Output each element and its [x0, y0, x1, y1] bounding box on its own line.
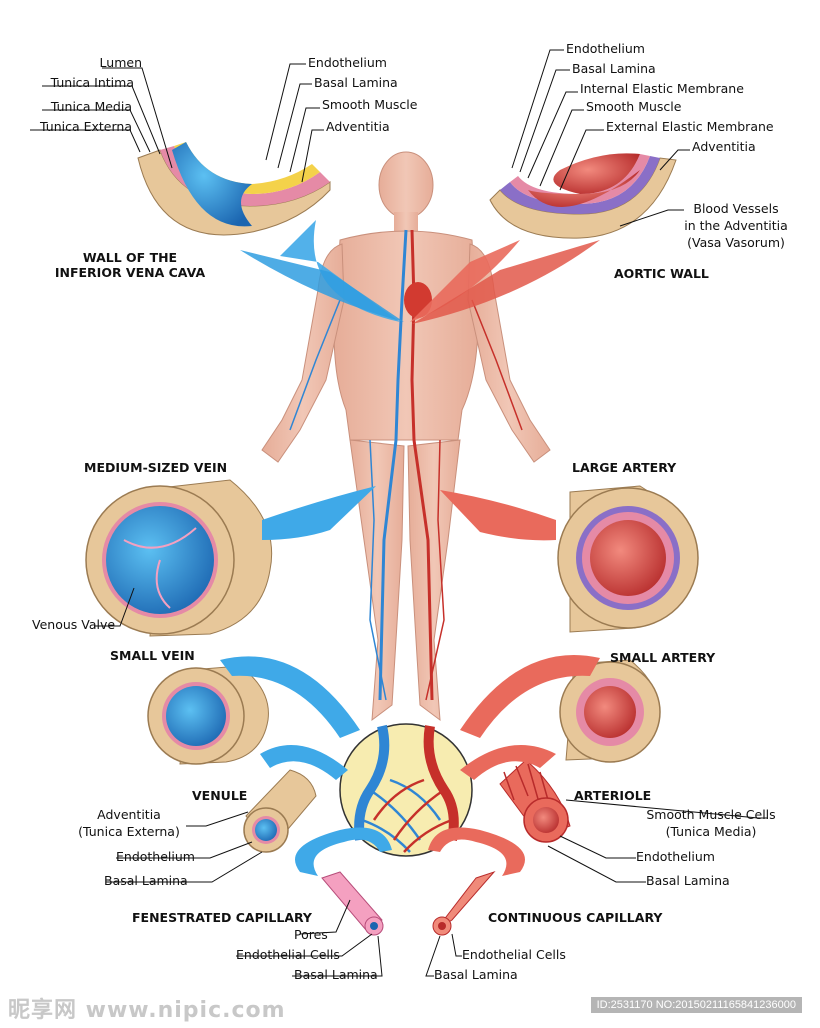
arteriole-illustration: [499, 759, 571, 843]
label-venule-basal-lamina: Basal Lamina: [104, 873, 188, 888]
label-fenestrated-basal-lamina: Basal Lamina: [294, 967, 378, 982]
fenestrated-pointer-arrow: [295, 827, 392, 876]
medium-vein-illustration: [85, 479, 273, 637]
small-artery-illustration: [559, 659, 661, 763]
label-basal-lamina-ao: Basal Lamina: [572, 61, 656, 76]
continuous-capillary-illustration: [432, 870, 496, 936]
label-smooth-muscle-ao: Smooth Muscle: [586, 99, 682, 114]
title-small-vein: SMALL VEIN: [110, 648, 195, 663]
vena-cava-pointer-arrow: [280, 220, 400, 322]
label-external-elastic-membrane: External Elastic Membrane: [606, 119, 774, 134]
venule-pointer-arrow: [260, 745, 348, 780]
label-arteriole-endothelium: Endothelium: [636, 849, 715, 864]
label-tunica-externa: Tunica Externa: [40, 119, 132, 134]
fenestrated-capillary-illustration: [321, 871, 384, 936]
label-continuous-basal-lamina: Basal Lamina: [434, 967, 518, 982]
aortic-wall-illustration: [489, 153, 677, 239]
title-vena-cava-wall: WALL OF THE INFERIOR VENA CAVA: [54, 250, 206, 280]
label-venule-endothelium: Endothelium: [116, 849, 195, 864]
medium-vein-pointer-arrow: [262, 486, 376, 540]
label-adventitia-vc: Adventitia: [326, 119, 390, 134]
label-fenestrated-endothelial-cells: Endothelial Cells: [236, 947, 340, 962]
small-vein-illustration: [147, 665, 269, 765]
label-endothelium-vc: Endothelium: [308, 55, 387, 70]
label-internal-elastic-membrane: Internal Elastic Membrane: [580, 81, 744, 96]
title-small-artery: SMALL ARTERY: [610, 650, 716, 665]
label-smooth-muscle-vc: Smooth Muscle: [322, 97, 418, 112]
label-arteriole-basal-lamina: Basal Lamina: [646, 873, 730, 888]
aortic-pointer-arrow: [410, 240, 520, 322]
label-basal-lamina-vc: Basal Lamina: [314, 75, 398, 90]
label-arteriole-smooth-muscle-cells: Smooth Muscle Cells (Tunica Media): [646, 807, 776, 839]
title-arteriole: ARTERIOLE: [574, 788, 652, 803]
label-vasa-vasorum: Blood Vessels in the Adventitia (Vasa Va…: [684, 201, 788, 250]
watermark-id: ID:2531170 NO:20150211165841236000: [590, 997, 802, 1013]
title-continuous-capillary: CONTINUOUS CAPILLARY: [488, 910, 663, 925]
label-lumen: Lumen: [99, 55, 142, 70]
label-continuous-endothelial-cells: Endothelial Cells: [462, 947, 566, 962]
label-pores: Pores: [294, 927, 328, 942]
arteriole-pointer-arrow: [460, 745, 556, 780]
large-artery-pointer-arrow: [440, 490, 556, 541]
leader-lines: [30, 49, 768, 977]
label-venous-valve: Venous Valve: [32, 617, 116, 632]
continuous-pointer-arrow: [428, 827, 525, 876]
title-medium-vein: MEDIUM-SIZED VEIN: [84, 460, 228, 475]
label-venule-adventitia: Adventitia (Tunica Externa): [78, 807, 180, 839]
vena-cava-wall-illustration: [137, 142, 331, 236]
title-fenestrated-capillary: FENESTRATED CAPILLARY: [132, 910, 312, 925]
title-venule: VENULE: [192, 788, 248, 803]
small-artery-pointer-arrow: [460, 655, 600, 738]
label-tunica-intima: Tunica Intima: [50, 75, 134, 90]
small-vein-pointer-arrow: [220, 656, 360, 738]
label-adventitia-ao: Adventitia: [692, 139, 756, 154]
label-tunica-media: Tunica Media: [50, 99, 132, 114]
label-endothelium-ao: Endothelium: [566, 41, 645, 56]
large-artery-illustration: [557, 485, 699, 633]
title-large-artery: LARGE ARTERY: [572, 460, 677, 475]
capillary-bed-circle: [339, 723, 473, 857]
title-aortic-wall: AORTIC WALL: [614, 266, 709, 281]
venule-illustration: [243, 769, 317, 853]
watermark-site: 昵享网 www.nipic.com: [8, 998, 286, 1023]
